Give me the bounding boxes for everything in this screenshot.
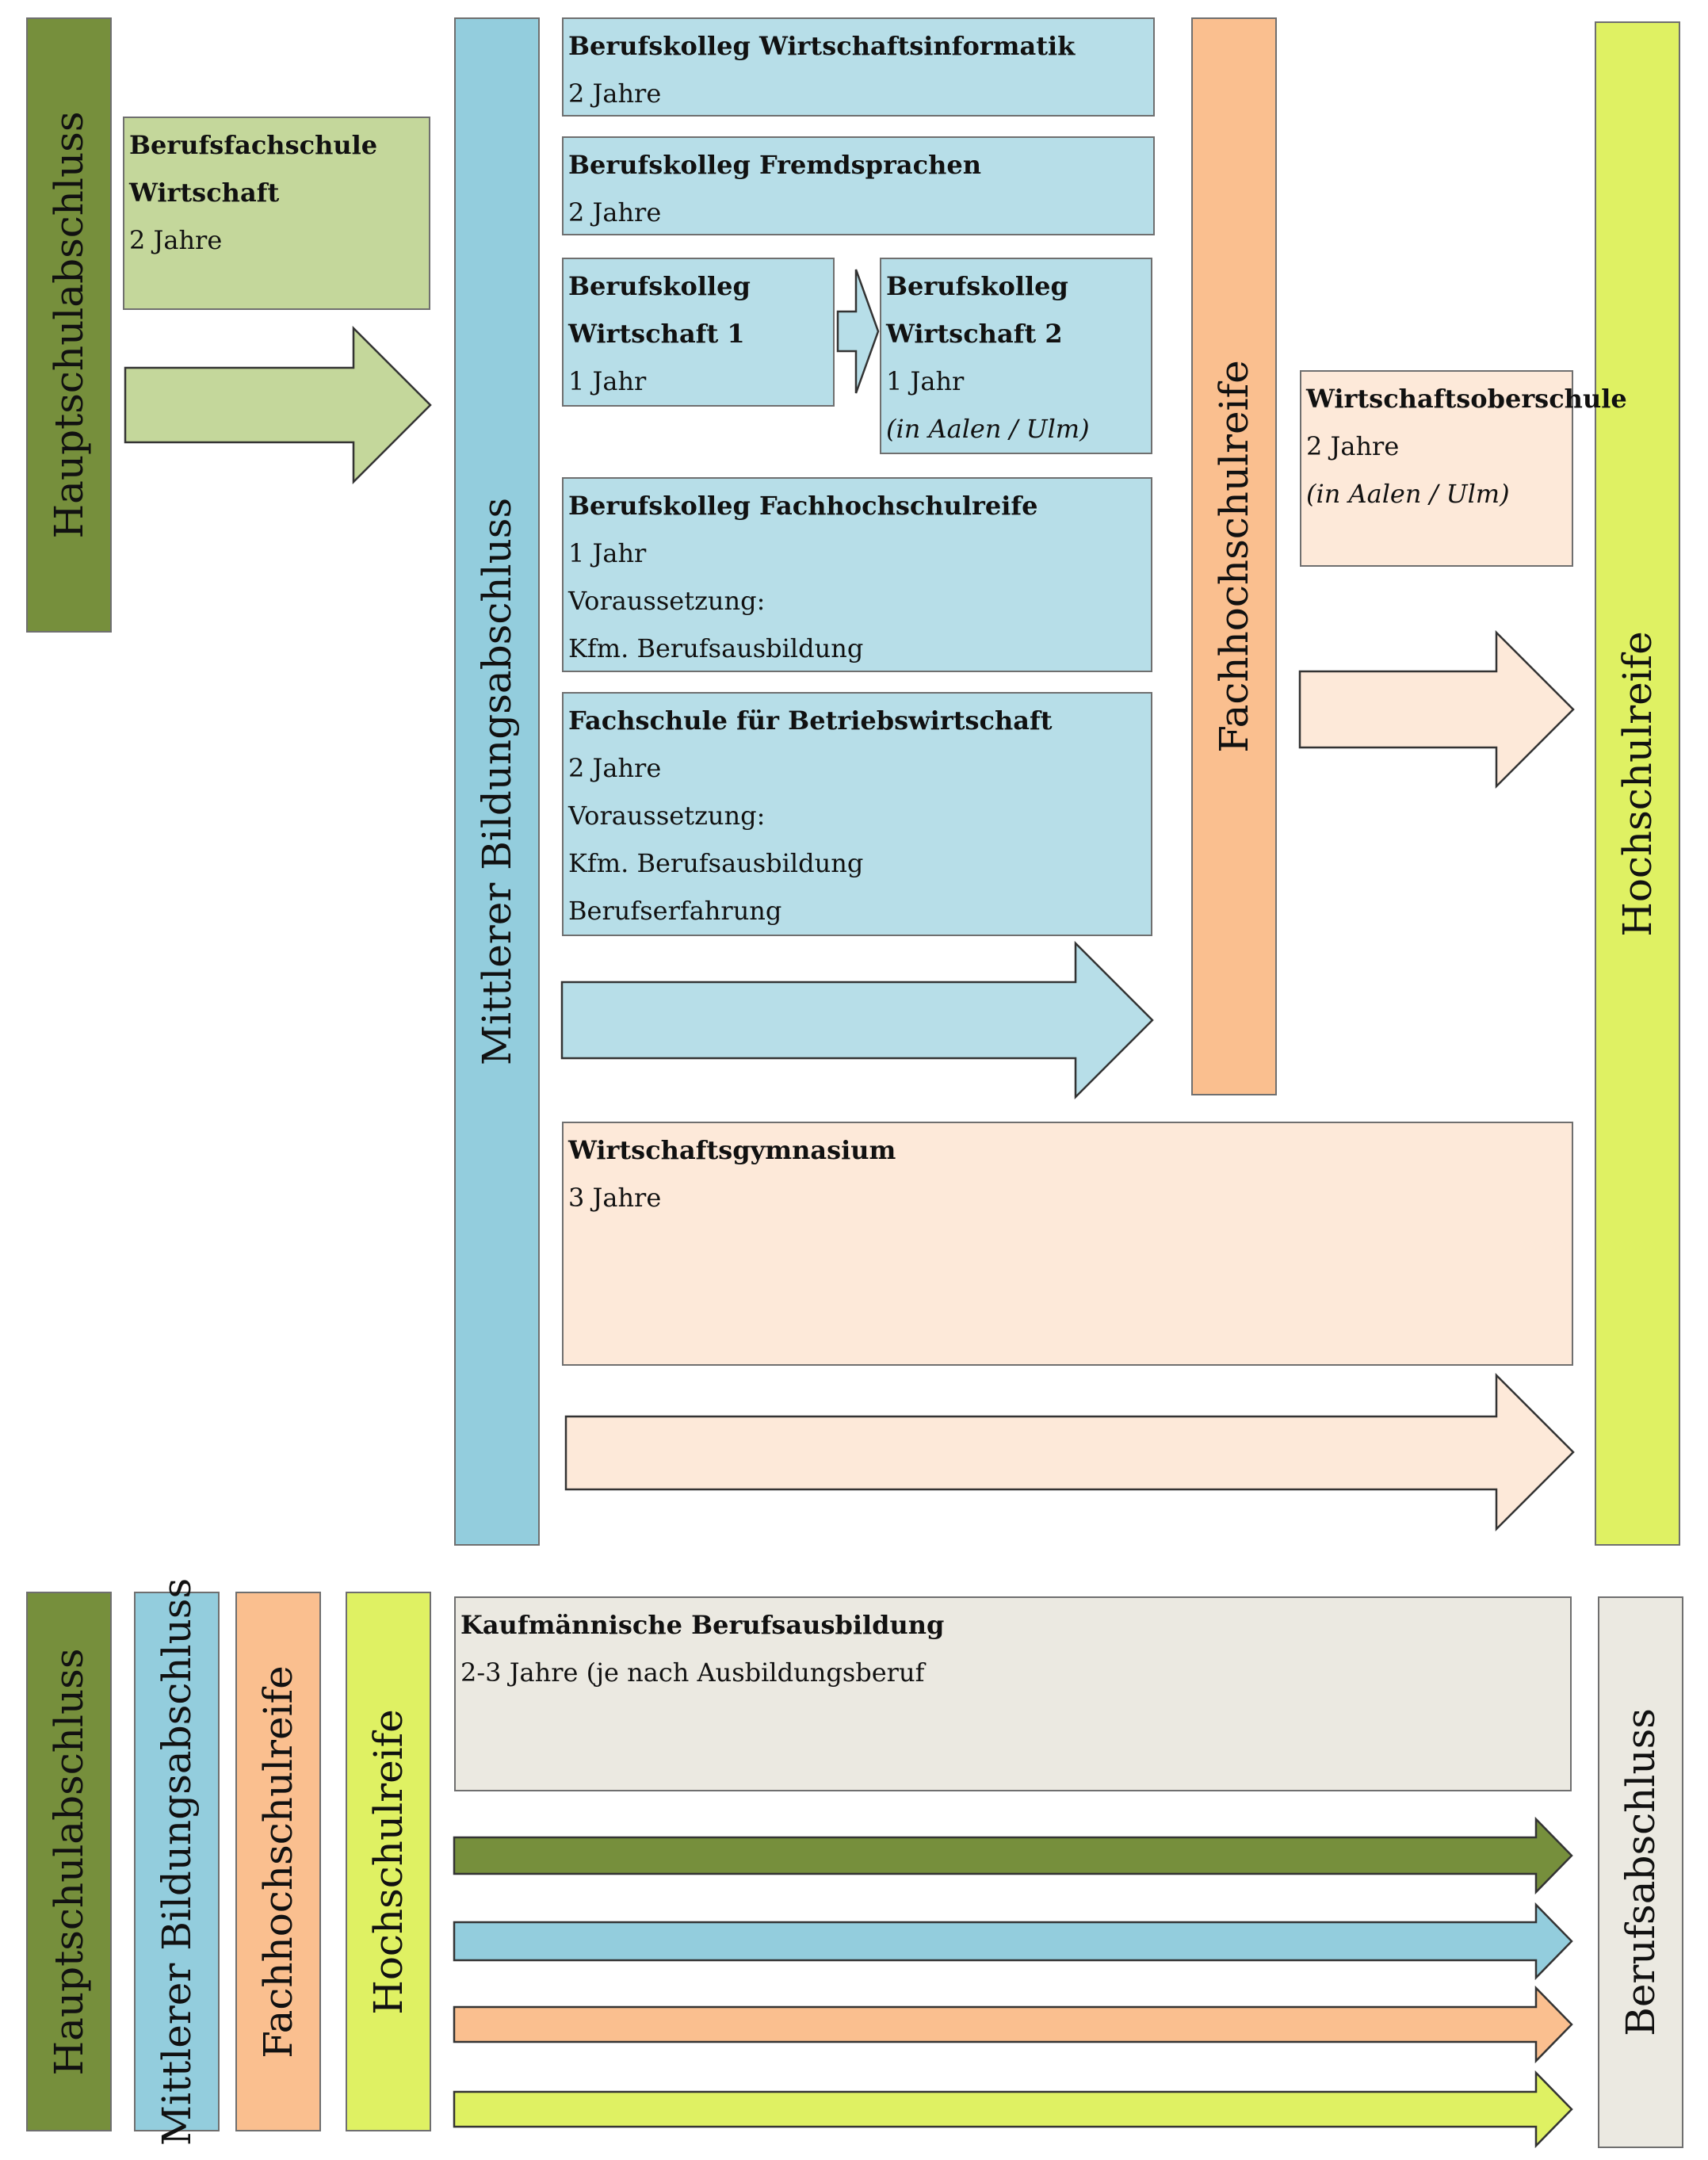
box-title: Berufskolleg Fachhochschulreife — [568, 491, 1038, 521]
box-requirement: Kfm. Berufsausbildung — [568, 848, 864, 878]
box-berufskolleg-fachhochschulreife: Berufskolleg Fachhochschulreife 1 Jahr V… — [562, 477, 1152, 672]
box-title: Berufskolleg — [886, 271, 1068, 301]
box-requirement: Kfm. Berufsausbildung — [568, 633, 864, 663]
box-duration: 1 Jahr — [886, 366, 965, 396]
box-kaufmaennische-berufsausbildung: Kaufmännische Berufsausbildung 2-3 Jahre… — [454, 1596, 1572, 1791]
box-title: Berufskolleg — [568, 271, 751, 301]
box-location-note: (in Aalen / Ulm) — [1306, 479, 1510, 509]
box-berufsfachschule-wirtschaft: Berufsfachschule Wirtschaft 2 Jahre — [123, 117, 430, 310]
box-duration: 2-3 Jahre (je nach Ausbildungsberuf — [460, 1657, 925, 1688]
box-duration: 2 Jahre — [568, 197, 662, 227]
box-duration: 3 Jahre — [568, 1183, 662, 1213]
box-requirement: Berufserfahrung — [568, 896, 782, 926]
box-berufskolleg-wirtschaftsinformatik: Berufskolleg Wirtschaftsinformatik 2 Jah… — [562, 17, 1155, 117]
box-requirement-label: Voraussetzung: — [568, 801, 766, 831]
arrow-wirtschaftsgymnasium-to-hochschulreife — [564, 1372, 1575, 1532]
box-berufskolleg-wirtschaft-2: Berufskolleg Wirtschaft 2 1 Jahr (in Aal… — [880, 258, 1152, 454]
box-requirement-label: Voraussetzung: — [568, 586, 766, 616]
box-title-2: Wirtschaft — [129, 178, 280, 208]
box-fachschule-betriebswirtschaft: Fachschule für Betriebswirtschaft 2 Jahr… — [562, 692, 1152, 936]
box-duration: 2 Jahre — [568, 753, 662, 783]
box-title: Berufskolleg Wirtschaftsinformatik — [568, 31, 1076, 61]
pillar-hochschulreife: Hochschulreife — [1595, 21, 1680, 1546]
pillar-hauptschulabschluss: Hauptschulabschluss — [26, 17, 112, 633]
arrow-to-fachhochschulreife — [560, 940, 1154, 1100]
arrow-mittlerer-to-berufsabschluss — [453, 1902, 1573, 1981]
box-title: Fachschule für Betriebswirtschaft — [568, 705, 1053, 736]
arrow-hauptschule-to-berufsabschluss — [453, 1816, 1573, 1895]
arrow-hochschulreife-to-berufsabschluss — [453, 2070, 1573, 2149]
box-duration: 2 Jahre — [568, 78, 662, 109]
arrow-berufsfachschule-to-mittlerer — [124, 325, 432, 485]
pillar-fachhochschulreife: Fachhochschulreife — [1191, 17, 1277, 1095]
box-berufskolleg-wirtschaft-1: Berufskolleg Wirtschaft 1 1 Jahr — [562, 258, 835, 407]
box-title: Berufsfachschule — [129, 130, 378, 160]
arrow-wirtschaftsoberschule-to-hochschulreife — [1298, 629, 1575, 789]
bottom-berufsabschluss: Berufsabschluss — [1598, 1596, 1683, 2148]
box-title: Berufskolleg Fremdsprachen — [568, 150, 981, 180]
box-title-2: Wirtschaft 2 — [886, 319, 1063, 349]
bottom-hauptschulabschluss: Hauptschulabschluss — [26, 1592, 112, 2131]
arrow-wirtschaft1-to-wirtschaft2 — [836, 269, 880, 394]
box-berufskolleg-fremdsprachen: Berufskolleg Fremdsprachen 2 Jahre — [562, 136, 1155, 235]
box-location-note: (in Aalen / Ulm) — [886, 414, 1090, 444]
bottom-mittlerer-bildungsabschluss: Mittlerer Bildungsabschluss — [134, 1577, 220, 2146]
box-duration: 2 Jahre — [129, 225, 223, 255]
bottom-fachhochschulreife: Fachhochschulreife — [235, 1592, 321, 2131]
pillar-mittlerer-bildungsabschluss: Mittlerer Bildungsabschluss — [454, 17, 540, 1546]
box-title: Wirtschaftsgymnasium — [568, 1135, 896, 1165]
box-duration: 1 Jahr — [568, 366, 647, 396]
box-duration: 2 Jahre — [1306, 431, 1400, 461]
box-duration: 1 Jahr — [568, 538, 647, 568]
box-title-2: Wirtschaft 1 — [568, 319, 745, 349]
box-wirtschaftsgymnasium: Wirtschaftsgymnasium 3 Jahre — [562, 1122, 1573, 1366]
arrow-fachhochschulreife-to-berufsabschluss — [453, 1985, 1573, 2064]
bottom-hochschulreife: Hochschulreife — [346, 1592, 431, 2131]
box-title: Kaufmännische Berufsausbildung — [460, 1610, 945, 1640]
